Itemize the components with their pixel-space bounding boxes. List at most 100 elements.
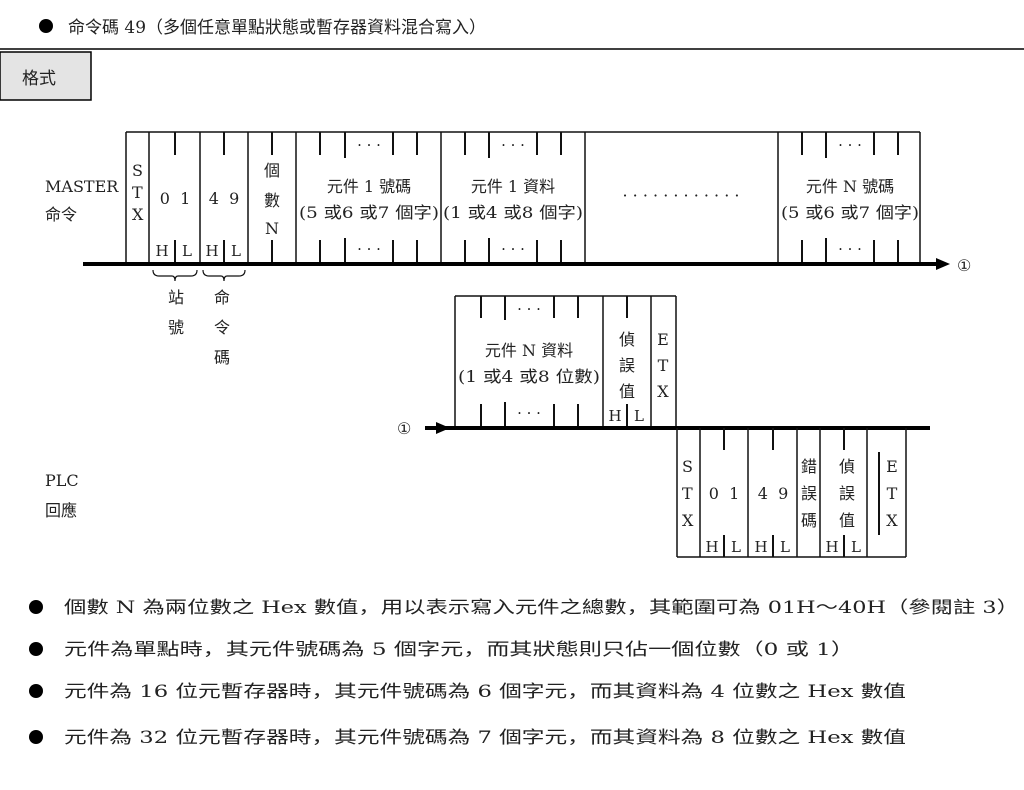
svg-text:E: E — [657, 330, 669, 349]
svg-text:· · ·: · · · — [517, 300, 541, 318]
svg-text:· · ·: · · · — [357, 136, 381, 154]
svg-text:T: T — [658, 356, 669, 375]
svg-text:· · ·: · · · — [501, 240, 525, 258]
svg-text:偵: 偵 — [619, 330, 635, 349]
svg-text:E: E — [886, 457, 898, 476]
svg-text:X: X — [682, 511, 694, 530]
svg-text:T: T — [887, 484, 898, 503]
bullet-icon — [29, 642, 43, 656]
svg-text:錯: 錯 — [801, 457, 817, 476]
devN-data-field: · · · 元件 N 資料 (1 或4 或8 位數) · · · — [458, 300, 600, 422]
svg-text:T: T — [682, 484, 693, 503]
svg-text:S: S — [132, 161, 143, 180]
bullet-icon — [29, 730, 43, 744]
svg-text:誤: 誤 — [839, 484, 855, 503]
plc-command-h: H — [754, 538, 767, 556]
svg-text:· · ·: · · · — [517, 404, 541, 422]
svg-text:偵: 偵 — [839, 457, 855, 476]
svg-text:碼: 碼 — [214, 348, 230, 367]
svg-text:X: X — [657, 382, 669, 401]
plc-command-digits: 4 9 — [758, 484, 789, 503]
svg-text:T: T — [132, 183, 143, 202]
command-caption: 命 令 碼 — [214, 288, 230, 367]
page-title: 命令碼 49（多個任意單點狀態或暫存器資料混合寫入） — [68, 18, 486, 38]
svg-text:· · ·: · · · — [838, 136, 862, 154]
plc-command-l: L — [780, 538, 790, 556]
master-cont-frame — [454, 295, 677, 428]
command-code-digits: 4 9 — [209, 189, 240, 208]
checksum-l: L — [634, 407, 644, 425]
svg-text:值: 值 — [839, 511, 855, 530]
station-number-digits: 0 1 — [160, 189, 191, 208]
plc-error-code: 錯 誤 碼 — [801, 457, 817, 530]
svg-text:X: X — [132, 205, 144, 224]
station-l: L — [182, 242, 192, 260]
master-label: MASTER — [45, 177, 119, 196]
svg-text:元件 1 資料: 元件 1 資料 — [471, 177, 555, 196]
note-3: 元件為 16 位元暫存器時，其元件號碼為 6 個字元，而其資料為 4 位數之 H… — [64, 682, 906, 702]
plc-frame — [676, 428, 907, 558]
plc-label: PLC — [45, 471, 79, 490]
station-h: H — [155, 242, 168, 260]
ellipsis-field: · · · · · · · · · · · · — [623, 186, 740, 205]
svg-text:值: 值 — [619, 382, 635, 401]
plc-checksum: 偵 誤 值 — [839, 457, 855, 530]
svg-text:誤: 誤 — [801, 484, 817, 503]
dev1-number-field: · · · 元件 1 號碼 (5 或6 或7 個字) · · · — [299, 136, 439, 258]
svg-text:站: 站 — [168, 288, 184, 307]
format-tab — [0, 51, 92, 101]
plc-station-digits: 0 1 — [709, 484, 740, 503]
bullet-icon — [29, 600, 43, 614]
bullet-icon — [39, 19, 53, 33]
note-1: 個數 N 為兩位數之 Hex 數值，用以表示寫入元件之總數，其範圍可為 01H～… — [64, 598, 1019, 618]
master-etx: E T X — [657, 330, 669, 401]
plc-etx: E T X — [886, 457, 898, 530]
svg-text:(5 或6 或7 個字): (5 或6 或7 個字) — [299, 203, 439, 222]
svg-text:數: 數 — [264, 191, 280, 210]
station-caption: 站 號 — [168, 288, 184, 337]
arrow-icon — [936, 258, 950, 270]
plc-station-h: H — [705, 538, 718, 556]
master-frame — [125, 131, 921, 264]
bullet-icon — [29, 684, 43, 698]
connector-1-continue: ① — [397, 419, 411, 438]
svg-text:誤: 誤 — [619, 356, 635, 375]
notes-list: 個數 N 為兩位數之 Hex 數值，用以表示寫入元件之總數，其範圍可為 01H～… — [29, 598, 1019, 748]
master-command-label: 命令 — [45, 205, 77, 224]
svg-text:元件 N 號碼: 元件 N 號碼 — [806, 177, 894, 196]
svg-text:· · ·: · · · — [501, 136, 525, 154]
svg-text:· · ·: · · · — [357, 240, 381, 258]
svg-text:個: 個 — [264, 161, 280, 180]
format-label: 格式 — [22, 69, 56, 89]
svg-text:· · ·: · · · — [838, 240, 862, 258]
note-2: 元件為單點時，其元件號碼為 5 個字元，而其狀態則只佔一個位數（0 或 1） — [64, 640, 854, 660]
checksum-h: H — [608, 407, 621, 425]
plc-response-label: 回應 — [45, 501, 77, 520]
master-stx: S T X — [132, 161, 144, 224]
svg-text:(1 或4 或8 位數): (1 或4 或8 位數) — [458, 367, 600, 386]
devN-number-field: · · · 元件 N 號碼 (5 或6 或7 個字) · · · — [781, 136, 919, 258]
svg-text:碼: 碼 — [801, 511, 817, 530]
plc-checksum-l: L — [851, 538, 861, 556]
connector-1: ① — [957, 256, 971, 275]
svg-text:N: N — [265, 219, 279, 238]
command-h: H — [205, 242, 218, 260]
svg-text:X: X — [886, 511, 898, 530]
command-l: L — [231, 242, 241, 260]
plc-station-l: L — [731, 538, 741, 556]
svg-text:元件 1 號碼: 元件 1 號碼 — [327, 177, 411, 196]
svg-text:令: 令 — [214, 318, 230, 337]
svg-text:(1 或4 或8 個字): (1 或4 或8 個字) — [443, 203, 583, 222]
plc-stx: S T X — [682, 457, 694, 530]
plc-checksum-h: H — [825, 538, 838, 556]
station-brace — [152, 269, 198, 282]
svg-text:號: 號 — [168, 318, 184, 337]
svg-text:(5 或6 或7 個字): (5 或6 或7 個字) — [781, 203, 919, 222]
command-brace — [202, 269, 246, 282]
svg-text:元件 N 資料: 元件 N 資料 — [485, 341, 573, 360]
master-checksum: 偵 誤 值 — [619, 330, 635, 401]
dev1-data-field: · · · 元件 1 資料 (1 或4 或8 個字) · · · — [443, 136, 583, 258]
arrow-icon — [436, 422, 450, 434]
note-4: 元件為 32 位元暫存器時，其元件號碼為 7 個字元，而其資料為 8 位數之 H… — [64, 728, 906, 748]
